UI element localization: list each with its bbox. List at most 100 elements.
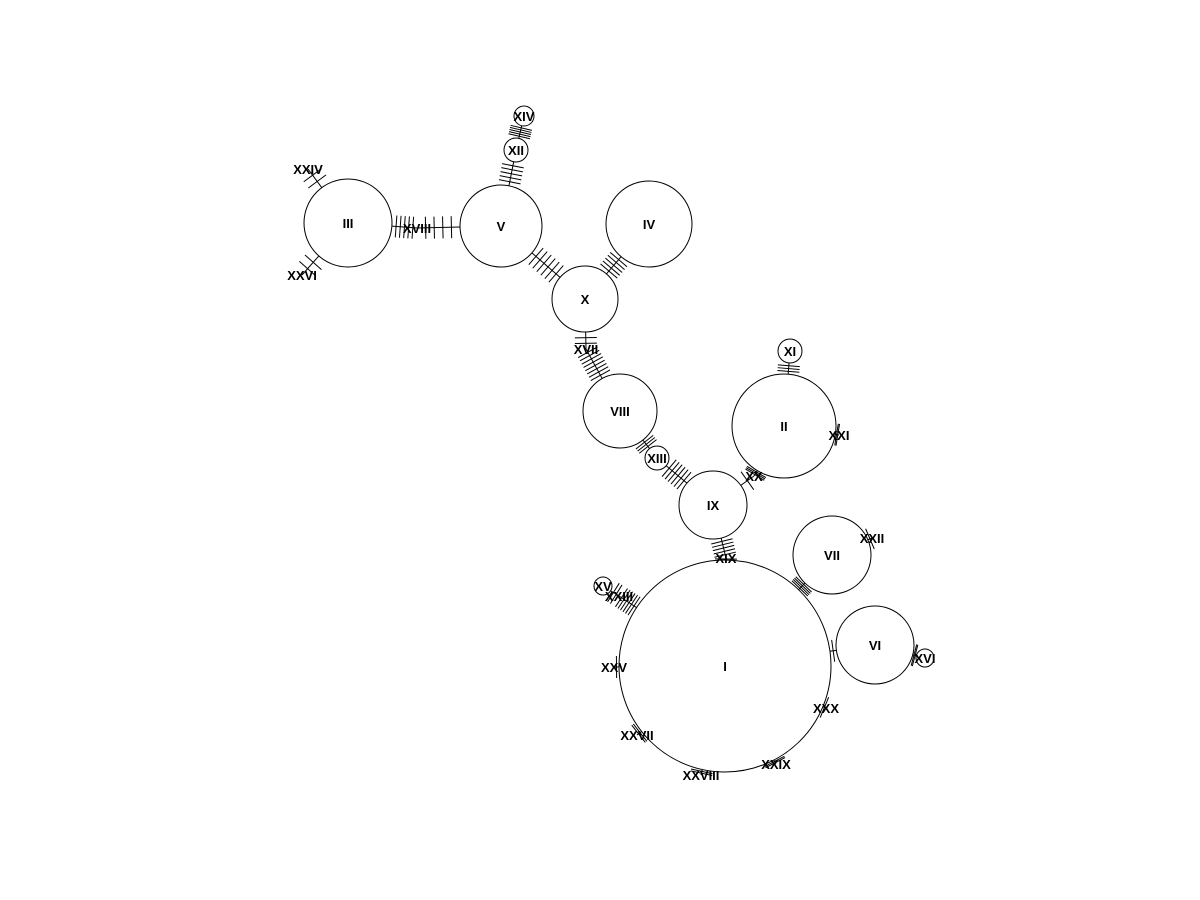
- mutation-tick: [911, 644, 919, 667]
- haplotype-circle: [459, 184, 543, 268]
- haplotype-label: XXIV: [293, 162, 323, 177]
- mutation-tick: [508, 133, 531, 140]
- mutation-tick: [394, 215, 398, 238]
- haplotype-xxvi: XXVI: [287, 268, 317, 283]
- mutation-tick: [607, 254, 625, 270]
- haplotype-ii: II: [731, 373, 837, 479]
- mutation-tick: [865, 528, 875, 550]
- mutation-tick: [424, 216, 427, 239]
- mutation-tick: [588, 366, 609, 378]
- mutation-tick: [615, 588, 628, 608]
- haplotype-label: XX: [745, 469, 763, 484]
- haplotype-label: XIX: [716, 551, 737, 566]
- mutation-tick: [498, 179, 521, 185]
- haplotype-label: XXX: [813, 701, 839, 716]
- mutation-tick: [585, 359, 605, 372]
- edge-vi-xvi: [912, 654, 917, 657]
- haplotype-xviii: XVIII: [403, 221, 431, 236]
- haplotype-label: XXVI: [287, 268, 317, 283]
- mutation-tick: [398, 215, 402, 238]
- mutation-tick: [777, 367, 800, 370]
- mutation-tick: [509, 129, 532, 136]
- mutation-tick: [581, 353, 602, 365]
- haplotype-xxv: XXV: [601, 660, 627, 675]
- mutation-tick: [499, 175, 522, 181]
- mutation-tick: [910, 644, 918, 666]
- mutation-tick: [308, 174, 327, 189]
- mutation-tick: [304, 254, 322, 270]
- mutation-tick: [303, 168, 322, 183]
- haplotype-label: I: [723, 659, 727, 674]
- mutation-tick: [540, 258, 556, 276]
- haplotype-xix: XIX: [716, 551, 737, 566]
- mutation-tick: [602, 260, 621, 276]
- mutation-tick: [544, 261, 560, 279]
- mutation-tick: [667, 464, 683, 482]
- edge-i-xxviii: [700, 769, 703, 776]
- mutation-tick: [711, 538, 733, 545]
- mutation-tick: [632, 723, 648, 742]
- mutation-tick: [746, 465, 767, 479]
- mutation-tick: [676, 471, 692, 490]
- mutation-tick: [583, 356, 604, 368]
- haplotype-vi: VI: [835, 605, 915, 685]
- haplotype-xvi: XVI: [915, 648, 936, 668]
- haplotype-label: III: [343, 216, 354, 231]
- haplotype-viii: VIII: [582, 373, 658, 449]
- haplotype-xxii: XXII: [860, 531, 885, 546]
- mutation-tick: [501, 167, 523, 173]
- edge-xvii-viii: [585, 348, 603, 379]
- mutation-tick: [764, 755, 785, 767]
- haplotype-circle: [303, 178, 393, 268]
- haplotype-iii: III: [303, 178, 393, 268]
- mutation-tick: [631, 724, 646, 743]
- edge-ii-xxi: [835, 433, 840, 436]
- mutation-tick: [664, 461, 680, 480]
- mutation-tick: [605, 257, 623, 273]
- mutation-tick: [831, 639, 836, 662]
- mutation-tick: [536, 254, 552, 273]
- haplotype-label: XVII: [574, 342, 599, 357]
- haplotype-label: XXII: [860, 531, 885, 546]
- haplotype-x: X: [551, 265, 619, 333]
- mutation-tick: [509, 126, 532, 133]
- mutation-tick: [625, 594, 639, 614]
- mutation-tick: [609, 252, 628, 268]
- mutation-tick: [794, 577, 811, 594]
- mutation-tick: [607, 582, 620, 603]
- haplotype-circle: [777, 338, 803, 364]
- haplotype-xv: XV: [593, 576, 613, 596]
- haplotype-xxviii: XXVIII: [683, 768, 720, 783]
- mutation-tick: [713, 548, 736, 555]
- mutation-tick: [777, 364, 800, 368]
- haplotype-circle: [618, 559, 832, 773]
- edge-i-xxiii: [618, 595, 637, 609]
- mutation-tick: [795, 576, 812, 593]
- mutation-tick: [661, 459, 677, 477]
- edge-iii-xxvi: [301, 255, 320, 276]
- haplotype-circle: [915, 648, 935, 668]
- mutation-tick: [670, 466, 686, 485]
- haplotype-label: XVI: [915, 651, 936, 666]
- haplotype-vii: VII: [792, 515, 872, 595]
- haplotype-xxi: XXI: [829, 428, 850, 443]
- haplotype-circle: [503, 137, 529, 163]
- mutation-tick: [411, 216, 415, 239]
- haplotype-xx: XX: [745, 469, 763, 484]
- edge-iii-xxiv: [307, 168, 323, 188]
- haplotype-circle: [551, 265, 619, 333]
- mutation-tick: [690, 768, 713, 775]
- mutation-tick: [577, 346, 598, 359]
- mutation-tick: [819, 697, 830, 718]
- haplotype-xxvii: XXVII: [620, 728, 653, 743]
- haplotype-circle: [593, 576, 613, 596]
- haplotype-circle: [792, 515, 872, 595]
- haplotype-circle: [582, 373, 658, 449]
- haplotype-iv: IV: [605, 180, 693, 268]
- haplotype-label: XXV: [601, 660, 627, 675]
- haplotype-ix: IX: [678, 470, 748, 540]
- mutation-tick: [600, 263, 618, 279]
- mutation-tick: [407, 216, 410, 239]
- haplotype-i: I: [618, 559, 832, 773]
- haplotype-label: XIV: [514, 109, 535, 124]
